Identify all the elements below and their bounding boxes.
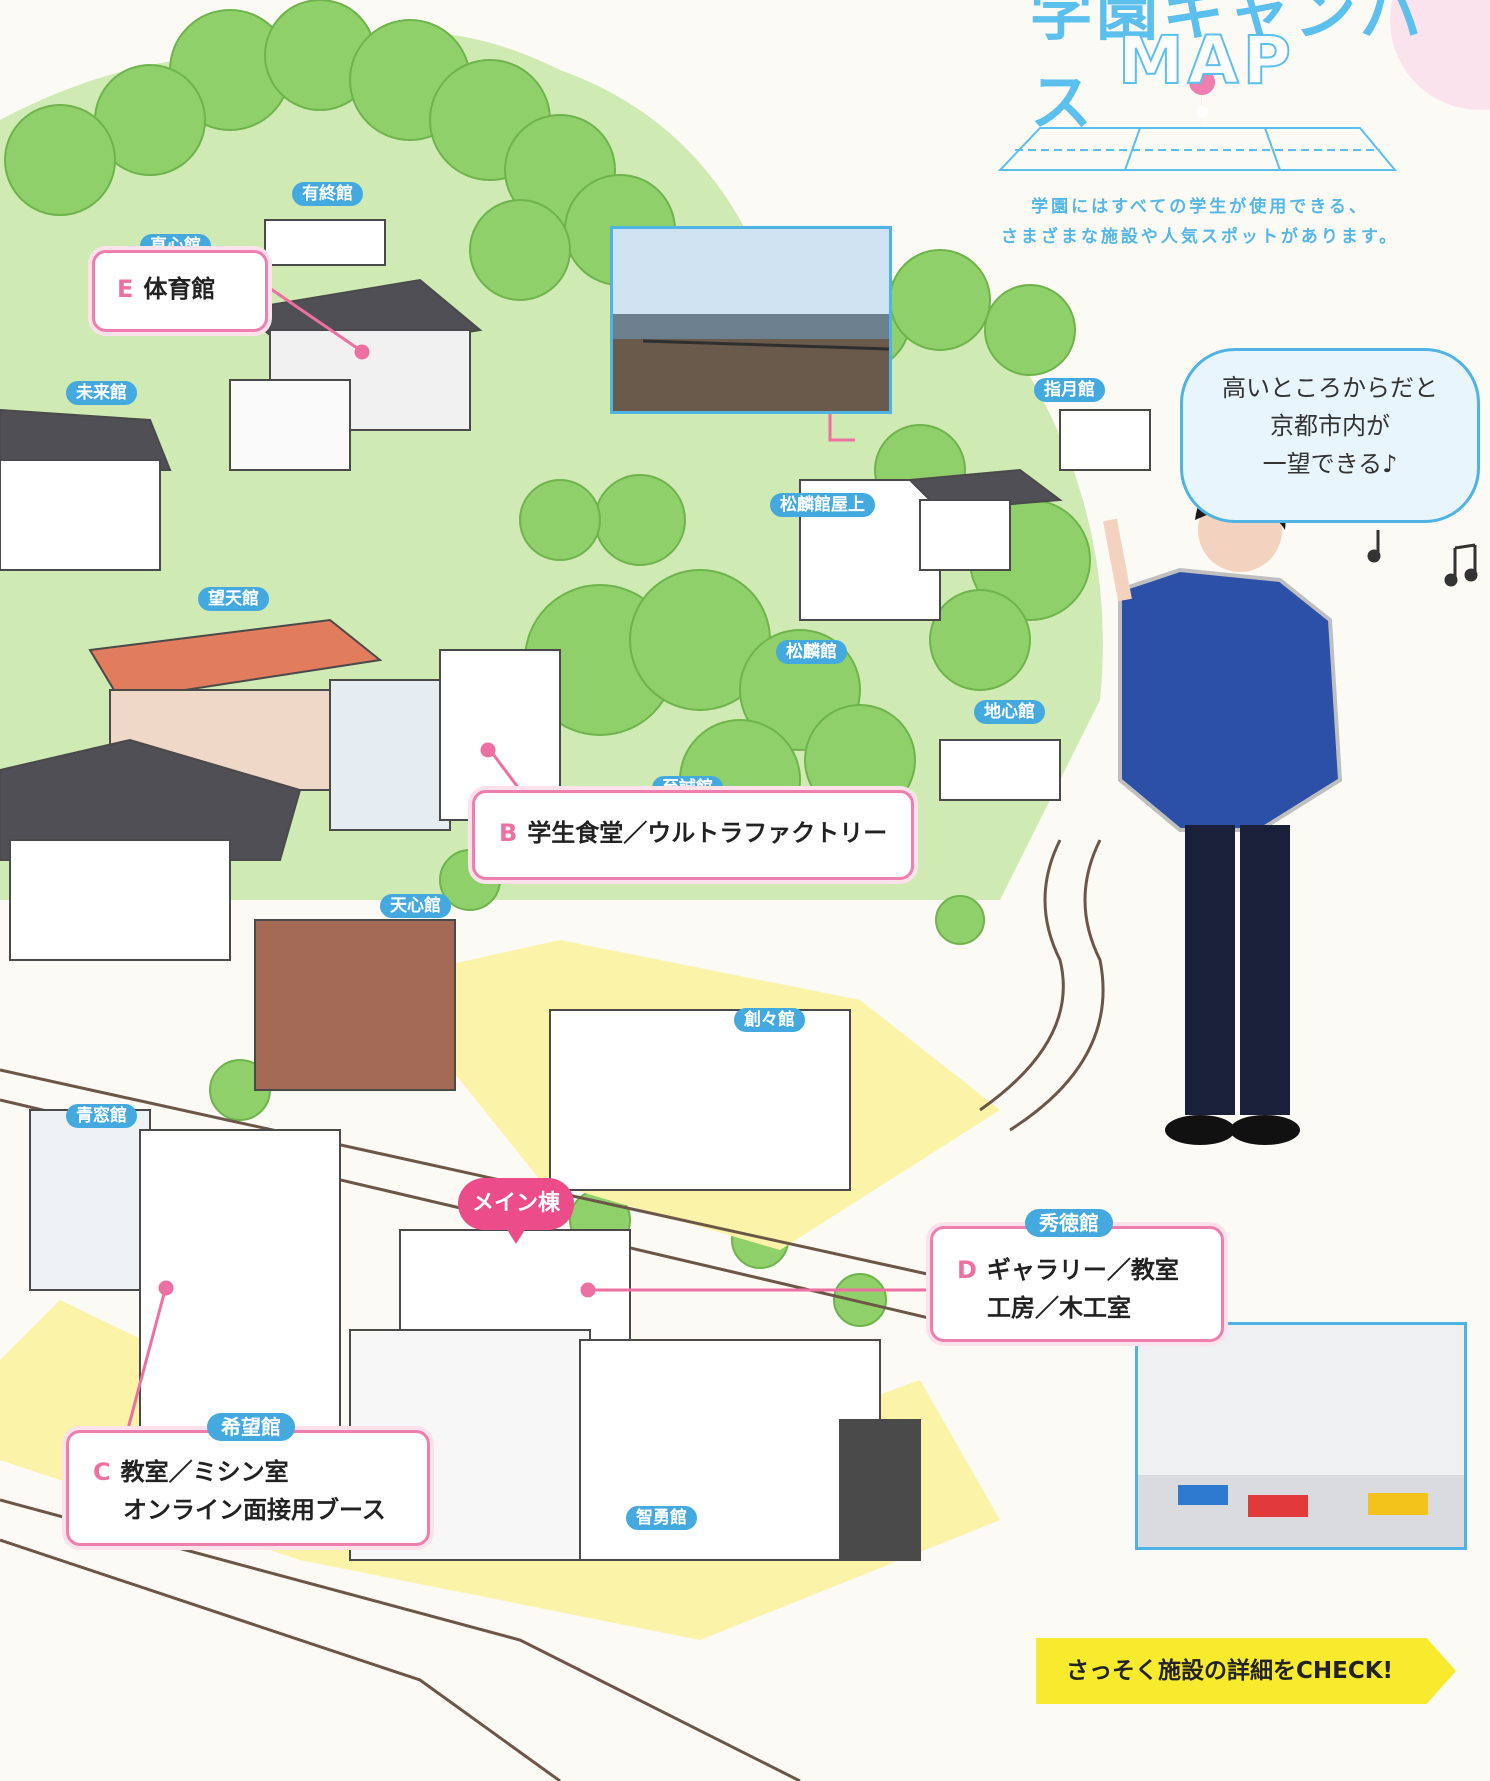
facility-b-line1: 学生食堂／ウルトラファクトリー bbox=[527, 819, 888, 847]
intro-line-2: さまざまな施設や人気スポットがあります。 bbox=[1000, 227, 1400, 247]
facility-c-line2: オンライン面接用ブース bbox=[123, 1496, 386, 1524]
label-shutoku: 秀徳館 bbox=[1025, 1209, 1113, 1237]
facility-card-b-text: B 学生食堂／ウルトラファクトリー bbox=[475, 793, 911, 852]
map-subtitle: MAP bbox=[1117, 21, 1296, 100]
facility-card-d[interactable]: 秀徳館 D ギャラリー／教室 工房／木工室 bbox=[930, 1209, 1224, 1342]
label-shigetsu: 指月館 bbox=[1034, 378, 1105, 402]
check-details-button[interactable]: さっそく施設の詳細をCHECK! bbox=[1036, 1638, 1456, 1704]
gallery-interior-photo bbox=[1135, 1322, 1467, 1550]
buildings bbox=[0, 219, 1151, 1561]
label-souso: 創々館 bbox=[734, 1008, 805, 1032]
intro-text: 学園にはすべての学生が使用できる、 さまざまな施設や人気スポットがあります。 bbox=[990, 192, 1410, 252]
label-tenshin: 天心館 bbox=[380, 894, 451, 918]
speech-line-2: 京都市内が bbox=[1270, 412, 1390, 440]
label-chiyuu: 智勇館 bbox=[626, 1506, 697, 1530]
facility-d-row1: D ギャラリー／教室 bbox=[957, 1251, 1221, 1289]
facility-d-line1: ギャラリー／教室 bbox=[986, 1256, 1179, 1284]
intro-line-1: 学園にはすべての学生が使用できる、 bbox=[1031, 197, 1369, 217]
speech-bubble: 高いところからだと 京都市内が 一望できる♪ bbox=[1180, 348, 1480, 523]
label-kibou: 希望館 bbox=[207, 1413, 295, 1441]
rooftop-view-photo bbox=[610, 226, 892, 414]
map-grid-icon bbox=[997, 127, 1398, 171]
facility-card-c[interactable]: 希望館 C 教室／ミシン室 オンライン面接用ブース bbox=[66, 1413, 430, 1546]
facility-c-line1: 教室／ミシン室 bbox=[120, 1458, 289, 1486]
facility-e-line1: 体育館 bbox=[143, 275, 216, 303]
facility-letter-e: E bbox=[117, 275, 134, 303]
facility-letter-d: D bbox=[957, 1256, 977, 1284]
facility-card-c-text: C 教室／ミシン室 オンライン面接用ブース bbox=[69, 1433, 427, 1529]
label-shoprin: 松麟館 bbox=[776, 640, 847, 664]
leader-lines bbox=[123, 283, 930, 1441]
student-guide-figure bbox=[1103, 479, 1343, 1145]
facility-letter-c: C bbox=[93, 1458, 111, 1486]
map-title: 学園キャンパス bbox=[1030, 0, 1427, 139]
location-pin-icon bbox=[1189, 69, 1216, 130]
label-seisou: 青窓館 bbox=[66, 1104, 137, 1128]
speech-line-3: 一望できる♪ bbox=[1262, 450, 1398, 478]
facility-card-e-text: E 体育館 bbox=[95, 253, 265, 308]
label-shoprin-roof: 松麟館屋上 bbox=[770, 493, 875, 517]
label-yushu: 有終館 bbox=[292, 182, 363, 206]
label-bouten: 望天館 bbox=[198, 587, 269, 611]
facility-c-row1: C 教室／ミシン室 bbox=[93, 1453, 427, 1491]
facility-letter-b: B bbox=[499, 819, 518, 847]
main-building-tag: メイン棟 bbox=[458, 1178, 574, 1244]
label-mirai: 未来館 bbox=[66, 381, 137, 405]
facility-card-e[interactable]: E 体育館 bbox=[92, 250, 268, 332]
facility-d-line2: 工房／木工室 bbox=[987, 1294, 1131, 1322]
corner-glow bbox=[1390, 0, 1490, 110]
label-chishin: 地心館 bbox=[974, 700, 1045, 724]
music-notes bbox=[1367, 530, 1478, 587]
facility-card-b[interactable]: B 学生食堂／ウルトラファクトリー bbox=[472, 790, 914, 880]
speech-line-1: 高いところからだと bbox=[1222, 374, 1438, 402]
facility-card-d-text: D ギャラリー／教室 工房／木工室 bbox=[933, 1229, 1221, 1327]
